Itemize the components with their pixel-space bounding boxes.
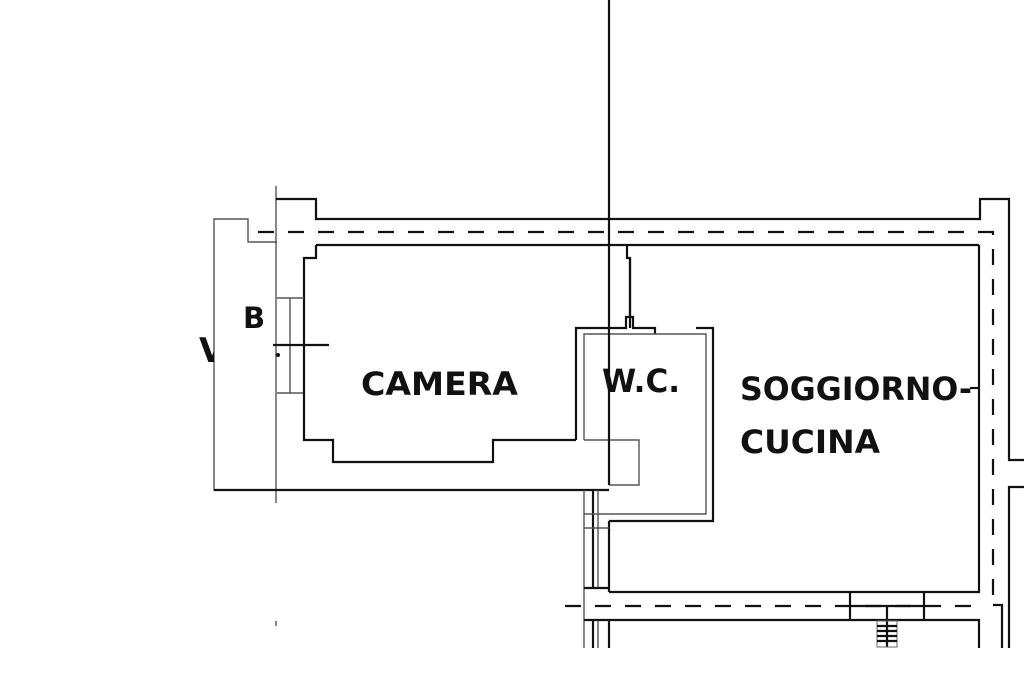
outer-wall-top xyxy=(276,197,1024,462)
inner-wall-top xyxy=(302,245,318,345)
dashed-corner-right xyxy=(980,230,995,605)
camera-wall-left xyxy=(302,345,576,464)
wc-wall-right-inner xyxy=(609,333,707,515)
right-building-wall xyxy=(993,603,1004,648)
room-label-soggiorno: SOGGIORNO- xyxy=(740,370,972,408)
room-label-wc: W.C. xyxy=(602,362,680,400)
marker-b: B xyxy=(243,301,265,335)
stairs-icon xyxy=(876,620,898,648)
soggiorno-wall xyxy=(609,245,981,594)
balcony-outline xyxy=(213,218,277,491)
corridor-wall xyxy=(584,618,981,648)
marker-v: V xyxy=(199,331,226,371)
wc-wall-outer xyxy=(574,315,657,440)
point-marker xyxy=(276,353,280,357)
wc-bottom xyxy=(584,439,640,486)
wc-wall-inner xyxy=(583,333,655,440)
room-label-cucina: CUCINA xyxy=(740,423,880,461)
wc-wall-right xyxy=(609,326,715,523)
room-label-camera: CAMERA xyxy=(361,365,518,403)
right-building-wall xyxy=(1007,485,1024,648)
stray-mark xyxy=(275,621,277,626)
